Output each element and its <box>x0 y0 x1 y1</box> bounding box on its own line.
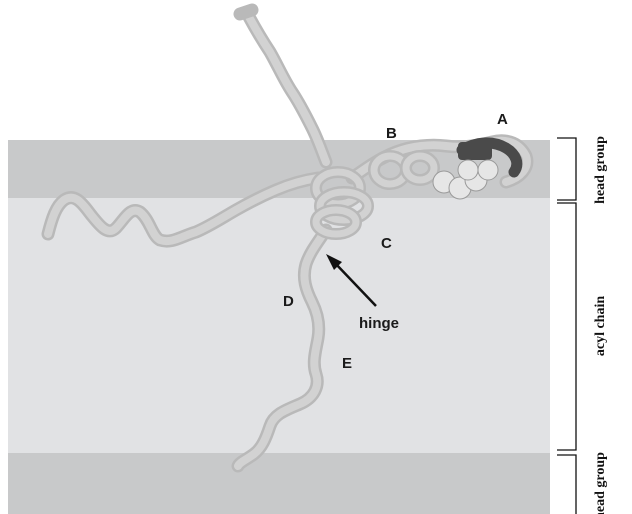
bracket-head-bottom <box>557 455 576 514</box>
label-a: A <box>497 111 508 128</box>
head-group-band-bottom <box>8 453 550 514</box>
label-e: E <box>342 355 352 372</box>
label-acyl-chain: acyl chain <box>593 296 608 356</box>
bracket-acyl <box>557 203 576 450</box>
label-head-group-top: head group <box>593 136 608 204</box>
label-b: B <box>386 125 397 142</box>
label-head-group-bottom: head group <box>593 452 608 514</box>
bracket-head-top <box>557 138 576 200</box>
label-c: C <box>381 235 392 252</box>
label-d: D <box>283 293 294 310</box>
label-hinge: hinge <box>359 315 399 332</box>
